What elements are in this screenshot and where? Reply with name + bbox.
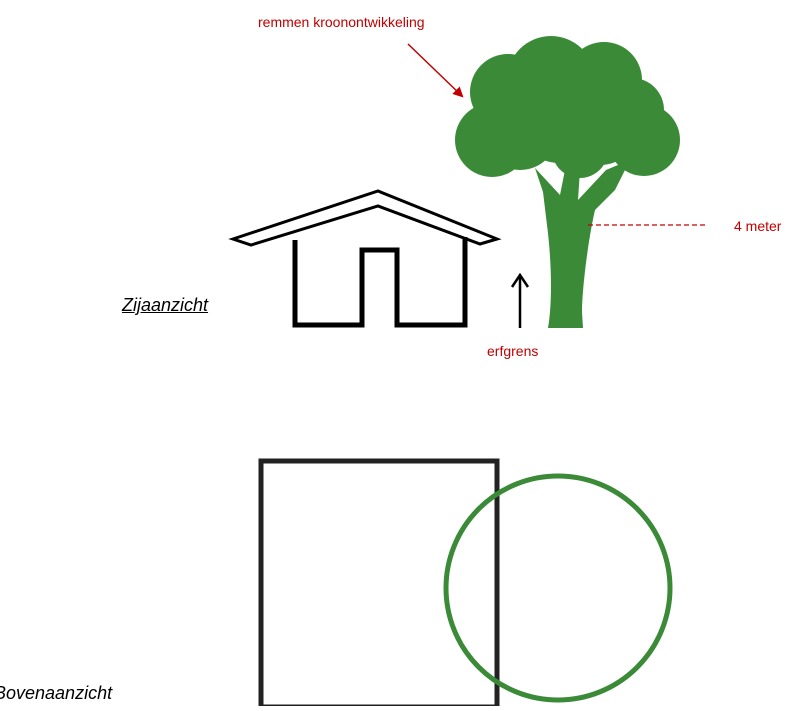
house-roof: [228, 189, 502, 247]
distance-label: 4 meter: [734, 218, 782, 234]
boundary-arrow: [510, 272, 530, 328]
tree-side-view: [455, 36, 680, 328]
house-body: [292, 237, 468, 328]
boundary-label: erfgrens: [487, 343, 539, 359]
crown-annotation-label: remmen kroonontwikkeling: [258, 14, 425, 30]
side-view-title: Zijaanzicht: [122, 295, 209, 315]
house-side-view: [228, 189, 502, 328]
top-view-title: Bovenaanzicht: [0, 683, 113, 703]
crown-annotation-arrow: [407, 43, 464, 98]
tree-trunk: [535, 160, 630, 328]
tree-crown-top-view: [443, 473, 673, 703]
house-top-view: [258, 458, 500, 710]
